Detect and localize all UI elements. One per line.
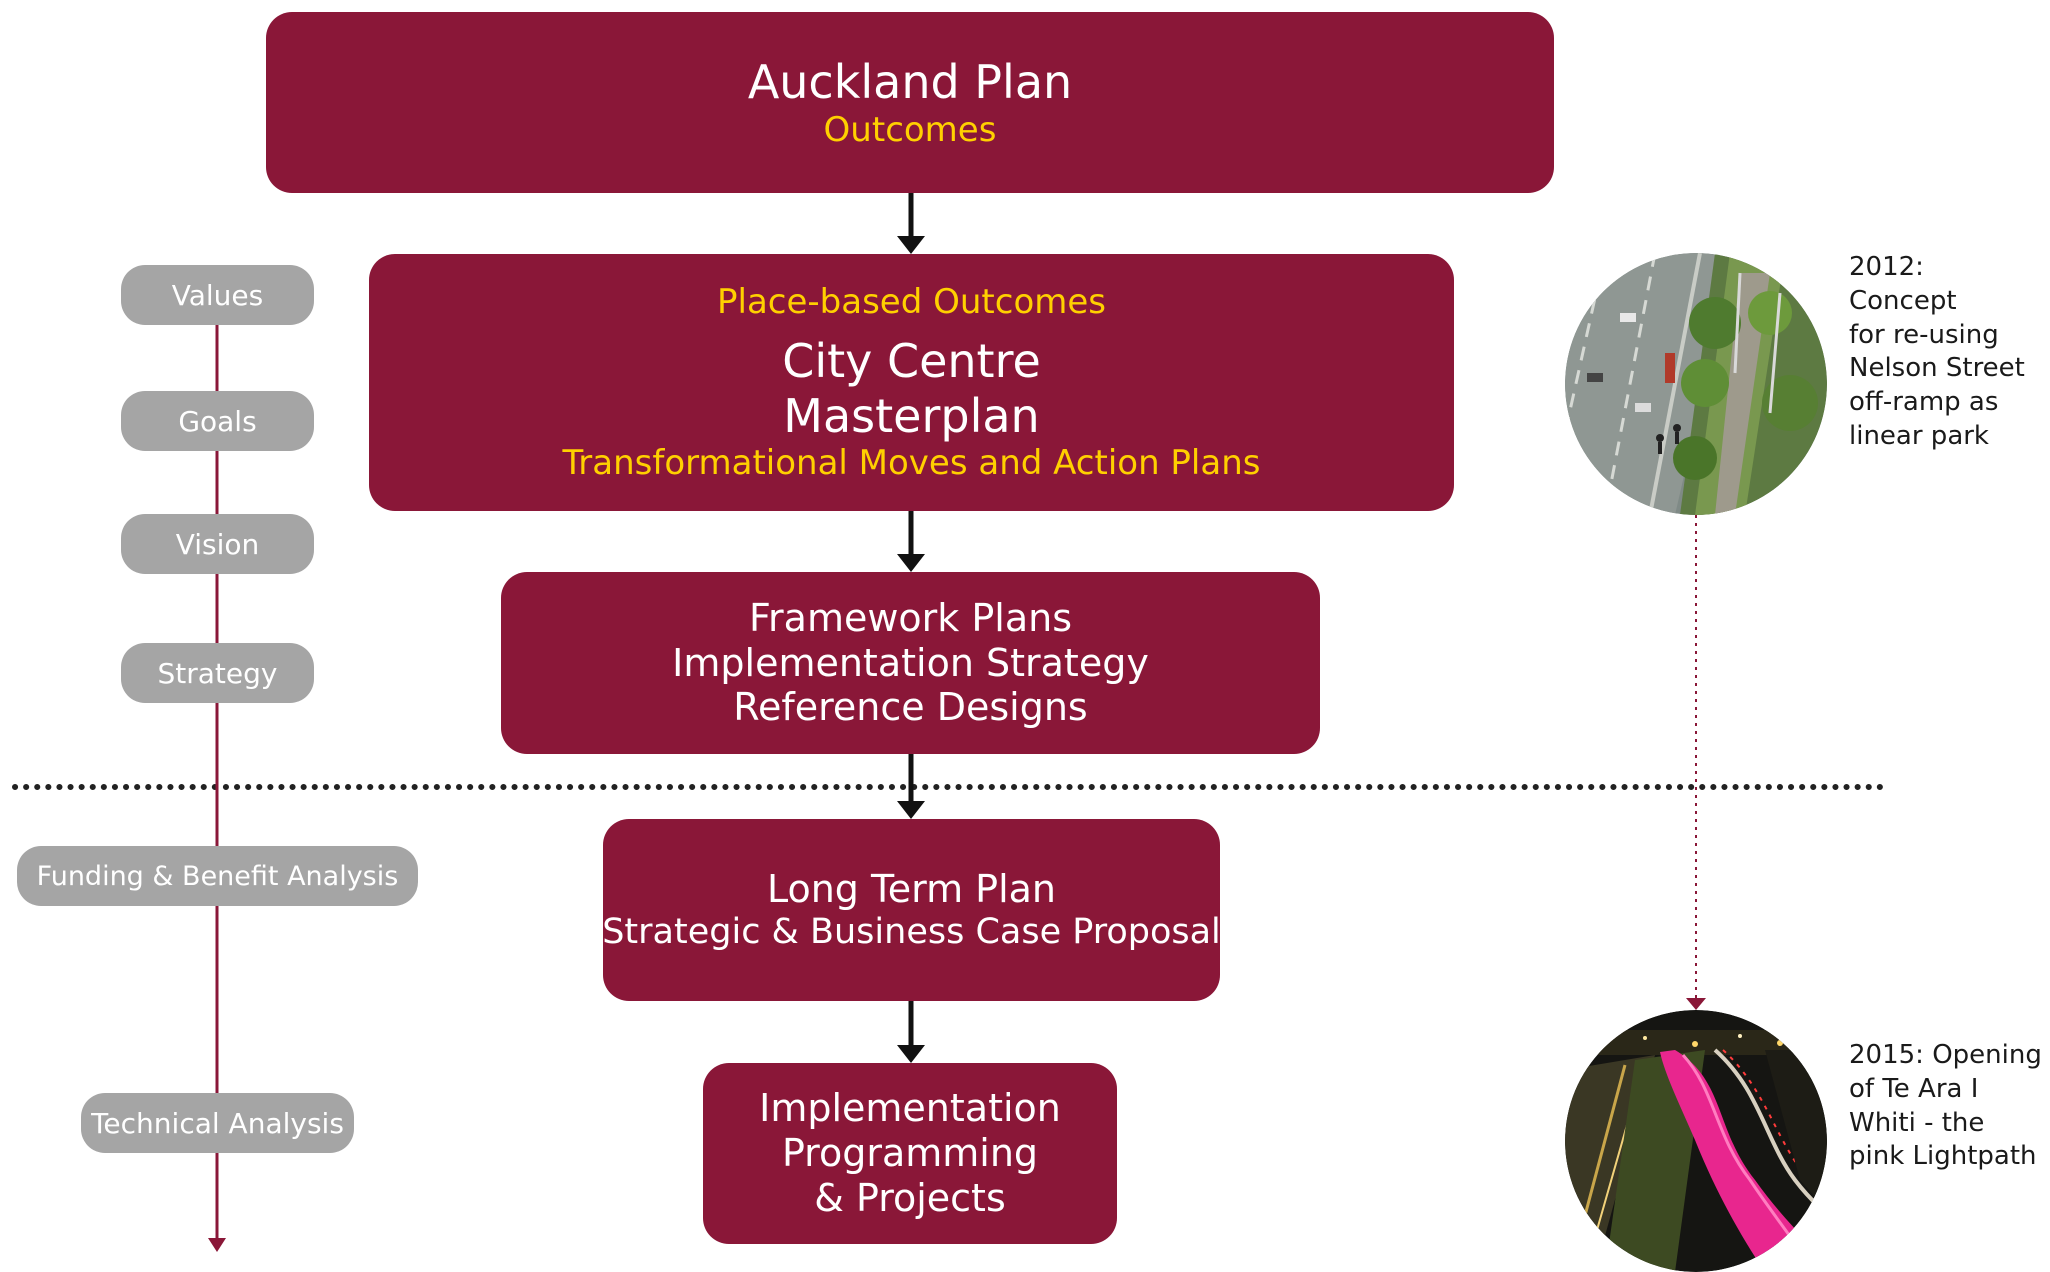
timeline-label-funding: Funding & Benefit Analysis	[17, 846, 418, 906]
flow-arrow-2	[897, 511, 925, 572]
timeline-arrowhead	[208, 1238, 226, 1252]
caption-2015-line1: 2015: Opening	[1849, 1040, 2042, 1070]
caption-2012-line6: linear park	[1849, 420, 1989, 451]
timeline-label-strategy: Strategy	[121, 643, 314, 703]
timeline-label-values: Values	[121, 265, 314, 325]
caption-2012-line3: for re-using	[1849, 319, 1999, 350]
implementation-line1: Implementation	[759, 1086, 1061, 1131]
framework-plans-box: Framework Plans Implementation Strategy …	[501, 572, 1320, 754]
caption-2012-line1: 2012:	[1849, 252, 1924, 282]
framework-line1: Framework Plans	[748, 595, 1073, 640]
city-centre-title-line2: Masterplan	[783, 388, 1040, 443]
implementation-line3: & Projects	[814, 1175, 1006, 1220]
timeline-label-technical: Technical Analysis	[81, 1093, 354, 1153]
flow-arrow-3	[897, 754, 925, 819]
auckland-plan-box: Auckland Plan Outcomes	[266, 12, 1554, 193]
caption-2015-line3: Whiti - the	[1849, 1107, 1985, 1138]
city-centre-subtitle: Transformational Moves and Action Plans	[562, 442, 1261, 483]
long-term-plan-box: Long Term Plan Strategic & Business Case…	[602, 819, 1221, 1001]
city-centre-kicker: Place-based Outcomes	[717, 282, 1106, 323]
city-centre-title-line1: City Centre	[782, 334, 1041, 389]
caption-2015-line4: pink Lightpath	[1849, 1141, 2037, 1172]
caption-2012-line4: Nelson Street	[1849, 353, 2025, 384]
implementation-line2: Programming	[781, 1131, 1039, 1176]
long-term-plan-line2: Strategic & Business Case Proposal	[602, 911, 1221, 952]
caption-2015-line2: of Te Ara I	[1849, 1073, 1979, 1104]
framework-line3: Reference Designs	[733, 685, 1088, 730]
auckland-plan-title: Auckland Plan	[747, 55, 1073, 110]
caption-2012-line2: Concept	[1849, 285, 1957, 316]
flow-arrow-4	[897, 1001, 925, 1063]
timeline-label-goals: Goals	[121, 391, 314, 451]
long-term-plan-line1: Long Term Plan	[766, 866, 1057, 911]
timeline-label-vision: Vision	[121, 514, 314, 574]
flow-arrow-1	[897, 193, 925, 254]
lightpath-2015-photo	[1565, 1010, 1827, 1272]
concept-2012-photo	[1565, 253, 1827, 515]
city-centre-masterplan-box: Place-based Outcomes City Centre Masterp…	[369, 254, 1454, 511]
auckland-plan-subtitle: Outcomes	[823, 109, 997, 150]
photo-link-arrowhead	[1686, 998, 1706, 1010]
caption-2012-line5: off-ramp as	[1849, 387, 1999, 418]
caption-2012: 2012: Concept for re-using Nelson Street…	[1849, 251, 2025, 454]
implementation-box: Implementation Programming & Projects	[703, 1063, 1117, 1244]
framework-line2: Implementation Strategy	[672, 640, 1149, 685]
caption-2015: 2015: Opening of Te Ara I Whiti - the pi…	[1849, 1039, 2042, 1174]
